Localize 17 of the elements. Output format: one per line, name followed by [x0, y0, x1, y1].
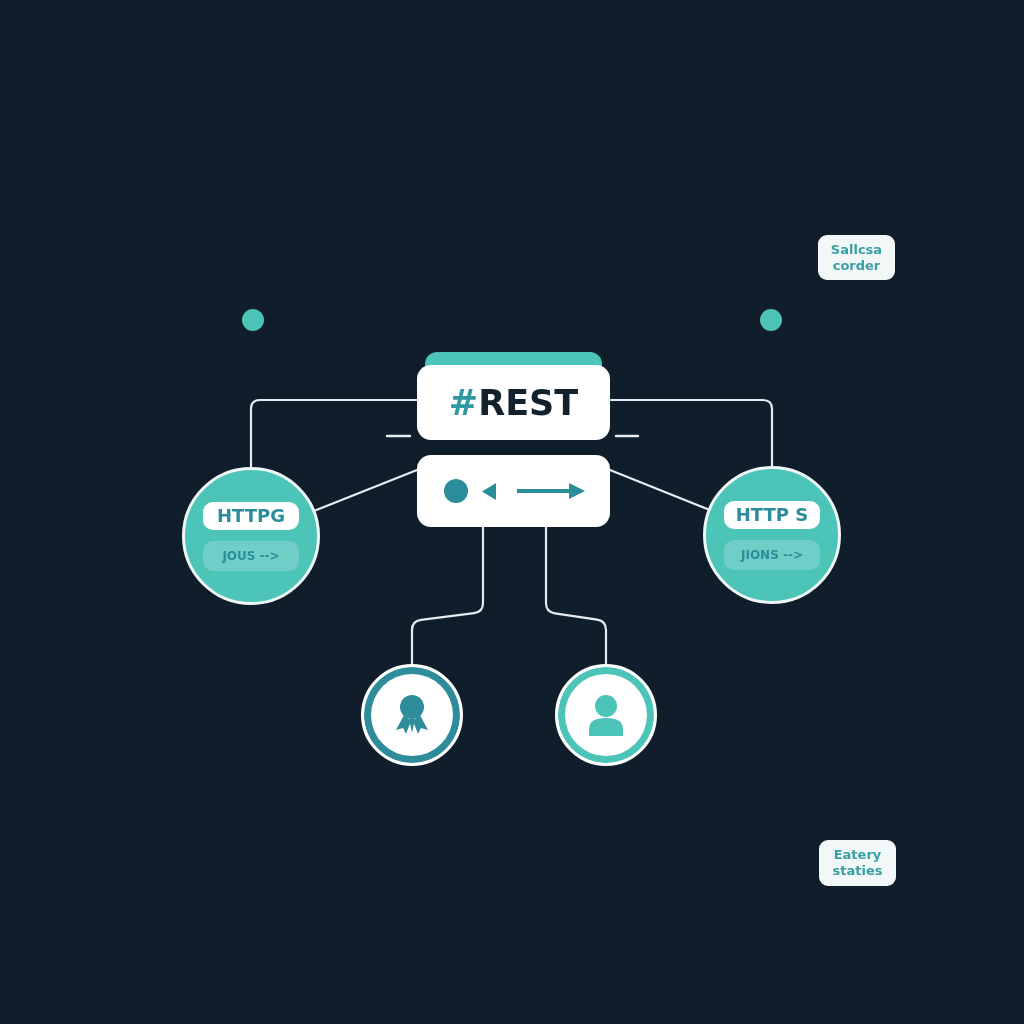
- protocol-label: HTTPG: [203, 501, 299, 530]
- connector-line: [544, 525, 608, 666]
- connector-line: [608, 398, 774, 468]
- connector-line: [608, 468, 710, 511]
- title-text: #REST: [448, 382, 579, 423]
- connector-line: [410, 525, 485, 666]
- format-label: JOUS -->: [203, 540, 299, 571]
- title-card: [417, 352, 610, 440]
- note-text: Sallcsa corder: [829, 241, 884, 274]
- note-card: [819, 840, 896, 886]
- connector-line: [314, 468, 419, 512]
- note-card: [818, 235, 895, 280]
- protocol-label: HTTP S: [724, 500, 820, 529]
- format-label: JIONS -->: [724, 539, 820, 570]
- note-text: Eatery staties: [831, 847, 884, 879]
- process-box: [417, 455, 610, 527]
- connector-line: [249, 398, 419, 469]
